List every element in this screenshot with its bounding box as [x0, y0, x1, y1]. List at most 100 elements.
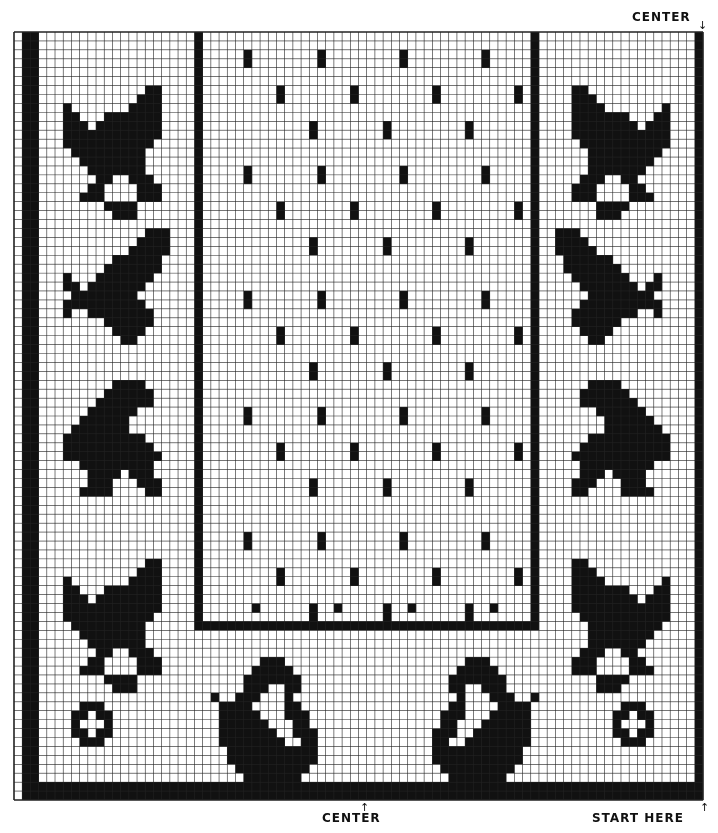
- filled-cell: [129, 443, 138, 452]
- filled-cell: [194, 193, 203, 202]
- filled-cell: [596, 675, 605, 684]
- filled-cell: [441, 746, 450, 755]
- filled-cell: [80, 443, 89, 452]
- filled-cell: [588, 461, 597, 470]
- filled-cell: [96, 452, 105, 461]
- filled-cell: [219, 711, 228, 720]
- filled-cell: [22, 291, 31, 300]
- filled-cell: [588, 327, 597, 336]
- filled-cell: [695, 434, 704, 443]
- filled-cell: [30, 720, 39, 729]
- filled-cell: [104, 604, 113, 613]
- filled-cell: [30, 184, 39, 193]
- filled-cell: [482, 59, 491, 68]
- filled-cell: [588, 273, 597, 282]
- filled-cell: [104, 166, 113, 175]
- filled-cell: [276, 452, 285, 461]
- filled-cell: [596, 273, 605, 282]
- filled-cell: [572, 112, 581, 121]
- filled-cell: [482, 621, 491, 630]
- filled-cell: [588, 586, 597, 595]
- filled-cell: [293, 773, 302, 782]
- filled-cell: [629, 416, 638, 425]
- filled-cell: [629, 157, 638, 166]
- filled-cell: [695, 514, 704, 523]
- filled-cell: [580, 139, 589, 148]
- filled-cell: [194, 389, 203, 398]
- filled-cell: [662, 434, 671, 443]
- filled-cell: [137, 95, 146, 104]
- filled-cell: [104, 479, 113, 488]
- filled-cell: [695, 702, 704, 711]
- filled-cell: [88, 702, 97, 711]
- filled-cell: [695, 416, 704, 425]
- filled-cell: [30, 32, 39, 41]
- filled-cell: [252, 791, 261, 800]
- filled-cell: [400, 532, 409, 541]
- filled-cell: [383, 246, 392, 255]
- filled-cell: [588, 630, 597, 639]
- filled-cell: [416, 621, 425, 630]
- filled-cell: [621, 470, 630, 479]
- filled-cell: [449, 764, 458, 773]
- filled-cell: [22, 41, 31, 50]
- filled-cell: [260, 675, 269, 684]
- filled-cell: [482, 416, 491, 425]
- filled-cell: [129, 336, 138, 345]
- filled-cell: [531, 496, 540, 505]
- filled-cell: [137, 452, 146, 461]
- filled-cell: [695, 711, 704, 720]
- filled-cell: [194, 32, 203, 41]
- filled-cell: [153, 228, 162, 237]
- filled-cell: [580, 559, 589, 568]
- filled-cell: [580, 175, 589, 184]
- filled-cell: [121, 595, 130, 604]
- filled-cell: [605, 157, 614, 166]
- filled-cell: [662, 791, 671, 800]
- filled-cell: [695, 193, 704, 202]
- filled-cell: [506, 729, 515, 738]
- filled-cell: [88, 166, 97, 175]
- filled-cell: [580, 327, 589, 336]
- filled-cell: [71, 612, 80, 621]
- filled-cell: [523, 737, 532, 746]
- filled-cell: [695, 95, 704, 104]
- filled-cell: [121, 461, 130, 470]
- filled-cell: [695, 68, 704, 77]
- filled-cell: [482, 746, 491, 755]
- filled-cell: [22, 666, 31, 675]
- filled-cell: [121, 398, 130, 407]
- filled-cell: [129, 166, 138, 175]
- filled-cell: [88, 425, 97, 434]
- filled-cell: [350, 86, 359, 95]
- filled-cell: [153, 193, 162, 202]
- filled-cell: [211, 693, 220, 702]
- filled-cell: [457, 666, 466, 675]
- filled-cell: [153, 121, 162, 130]
- filled-cell: [309, 604, 318, 613]
- filled-cell: [490, 782, 499, 791]
- filled-cell: [235, 621, 244, 630]
- filled-cell: [695, 300, 704, 309]
- filled-cell: [646, 595, 655, 604]
- filled-cell: [129, 675, 138, 684]
- filled-cell: [80, 702, 89, 711]
- filled-cell: [194, 407, 203, 416]
- filled-cell: [129, 604, 138, 613]
- filled-cell: [22, 68, 31, 77]
- filled-cell: [194, 148, 203, 157]
- filled-cell: [71, 130, 80, 139]
- filled-cell: [629, 184, 638, 193]
- filled-cell: [383, 791, 392, 800]
- filled-cell: [309, 621, 318, 630]
- filled-cell: [268, 729, 277, 738]
- filled-cell: [145, 309, 154, 318]
- filled-cell: [104, 648, 113, 657]
- filled-cell: [153, 559, 162, 568]
- filled-cell: [695, 666, 704, 675]
- filled-cell: [30, 318, 39, 327]
- filled-cell: [498, 773, 507, 782]
- filled-cell: [129, 452, 138, 461]
- filled-cell: [564, 791, 573, 800]
- filled-cell: [96, 139, 105, 148]
